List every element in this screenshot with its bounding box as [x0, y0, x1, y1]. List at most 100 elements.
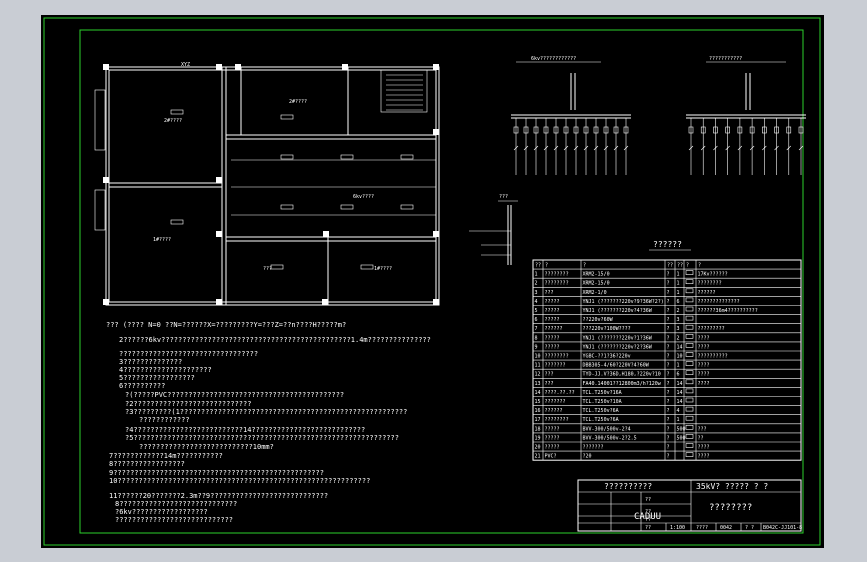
note-line: ?(?????PVC??????????????????????????????… [125, 391, 344, 399]
switch [725, 145, 730, 151]
table-symbol [685, 297, 694, 303]
breaker [513, 126, 519, 134]
table-symbol [685, 315, 694, 321]
column [103, 64, 109, 70]
table-cell: YNJ1 (???????220v?1?36W [583, 335, 653, 341]
table-cell: 500 [677, 435, 686, 441]
table-cell: ???????? [698, 281, 722, 287]
light-fixture [170, 219, 184, 225]
table-cell: ?????? [545, 408, 563, 414]
note-line: ?6kv?????????????????? [115, 508, 208, 516]
table-cell: ???? [698, 454, 710, 460]
table-cell: ????? [545, 435, 560, 441]
switch [786, 145, 791, 151]
table-cell: YNJ1 (???????220v?2?36W [583, 344, 653, 350]
title-block-subtitle: 35kV? ????? ? ? [696, 482, 768, 491]
switch [623, 145, 629, 151]
breaker [700, 126, 706, 134]
column [103, 177, 109, 183]
table-cell: ???????? [545, 281, 569, 287]
table-symbol [685, 443, 694, 448]
table-cell: ????? [545, 317, 560, 323]
table-cell: ? [667, 426, 670, 432]
table-symbol [685, 424, 694, 430]
table-symbol [685, 370, 694, 376]
table-symbol [685, 270, 694, 275]
table-cell: ???????? [545, 272, 569, 278]
title-block-drawing-title: ???????? [709, 503, 752, 513]
table-cell: ????? [545, 426, 560, 432]
light-fixture [340, 204, 354, 210]
table-symbol [685, 333, 694, 339]
table-header-cell: ?? [677, 263, 683, 269]
title-block-project: ?????????? [604, 482, 652, 491]
table-cell: ? [667, 317, 670, 323]
table-cell: 1 [677, 290, 680, 296]
switch [613, 145, 619, 151]
single-line-schematic: 6kv???????????? ??????????? ??? [469, 56, 806, 265]
table-cell: ????? [545, 344, 560, 350]
title-block-r1: ?? [645, 497, 651, 503]
floor-plan: 2#???? 2#???? 1#???? 6kv???? ??? 1#???? … [94, 62, 440, 306]
table-cell: 1 [535, 272, 538, 278]
table-symbol [685, 452, 694, 457]
table-cell: 20 [535, 445, 541, 451]
switch [603, 145, 609, 151]
table-cell: BVV-300/500v-2?2.5 [583, 435, 637, 441]
table-symbol [685, 279, 694, 285]
plan-top-label: XYZ [181, 62, 190, 68]
column [216, 299, 222, 305]
table-cell: ???? [698, 363, 710, 369]
table-cell: TCL.T250v?6A [583, 408, 619, 414]
table-cell: 10 [535, 354, 541, 360]
breaker [593, 126, 599, 134]
table-cell: ????? [545, 445, 560, 451]
table-cell: ? [667, 272, 670, 278]
room-label: 6kv???? [353, 194, 374, 200]
title-block-r3: ?? [645, 517, 651, 523]
table-cell: ? [667, 344, 670, 350]
note-line: ?3?????????(1???????????????????????????… [125, 408, 407, 416]
table-cell: DBB305-4/60?220V?4?60W [583, 363, 650, 369]
table-cell: 14 [677, 399, 683, 405]
table-cell: ? [667, 381, 670, 387]
table-cell: ??? [545, 290, 554, 296]
breaker [725, 126, 730, 134]
breaker [786, 126, 792, 134]
breaker [749, 126, 755, 134]
table-cell: ? [667, 363, 670, 369]
table-cell: ? [667, 390, 670, 396]
column [235, 64, 241, 70]
table-cell: ???????? [545, 354, 569, 360]
table-cell: 6 [677, 372, 680, 378]
table-cell: ??? [545, 381, 554, 387]
note-line: ????????????????????????????????? [119, 350, 258, 358]
breaker [563, 126, 569, 134]
schematic-side-label: ??? [499, 194, 508, 200]
table-cell: TYD-JJ.V?36D,H180,?220v?10 [583, 372, 661, 378]
note-line: 10??????????????????????????????????????… [109, 477, 370, 485]
table-cell: ???? [698, 335, 710, 341]
table-cell: 500 [677, 426, 686, 432]
table-symbol [685, 379, 694, 385]
switch [774, 145, 779, 151]
table-cell: 2 [677, 335, 680, 341]
table-cell: ? [667, 354, 670, 360]
table-cell: ? [667, 335, 670, 341]
table-header-cell: ? [686, 263, 689, 269]
table-cell: 17Kv?????? [698, 272, 728, 278]
table-cell: 5 [535, 308, 538, 314]
light-fixture [340, 154, 354, 160]
light-fixture [400, 204, 414, 210]
switch [543, 145, 549, 151]
table-cell: ???????? [545, 417, 569, 423]
switch [749, 145, 755, 151]
table-cell: ?????? [545, 326, 563, 332]
table-cell: ? [667, 417, 670, 423]
breaker [603, 126, 609, 134]
note-line: 6?????????? [119, 382, 165, 390]
note-line: 5????????????????? [119, 374, 195, 382]
table-header-cell: ? [583, 263, 586, 269]
light-fixture [280, 154, 294, 160]
table-cell: 1 [677, 281, 680, 287]
